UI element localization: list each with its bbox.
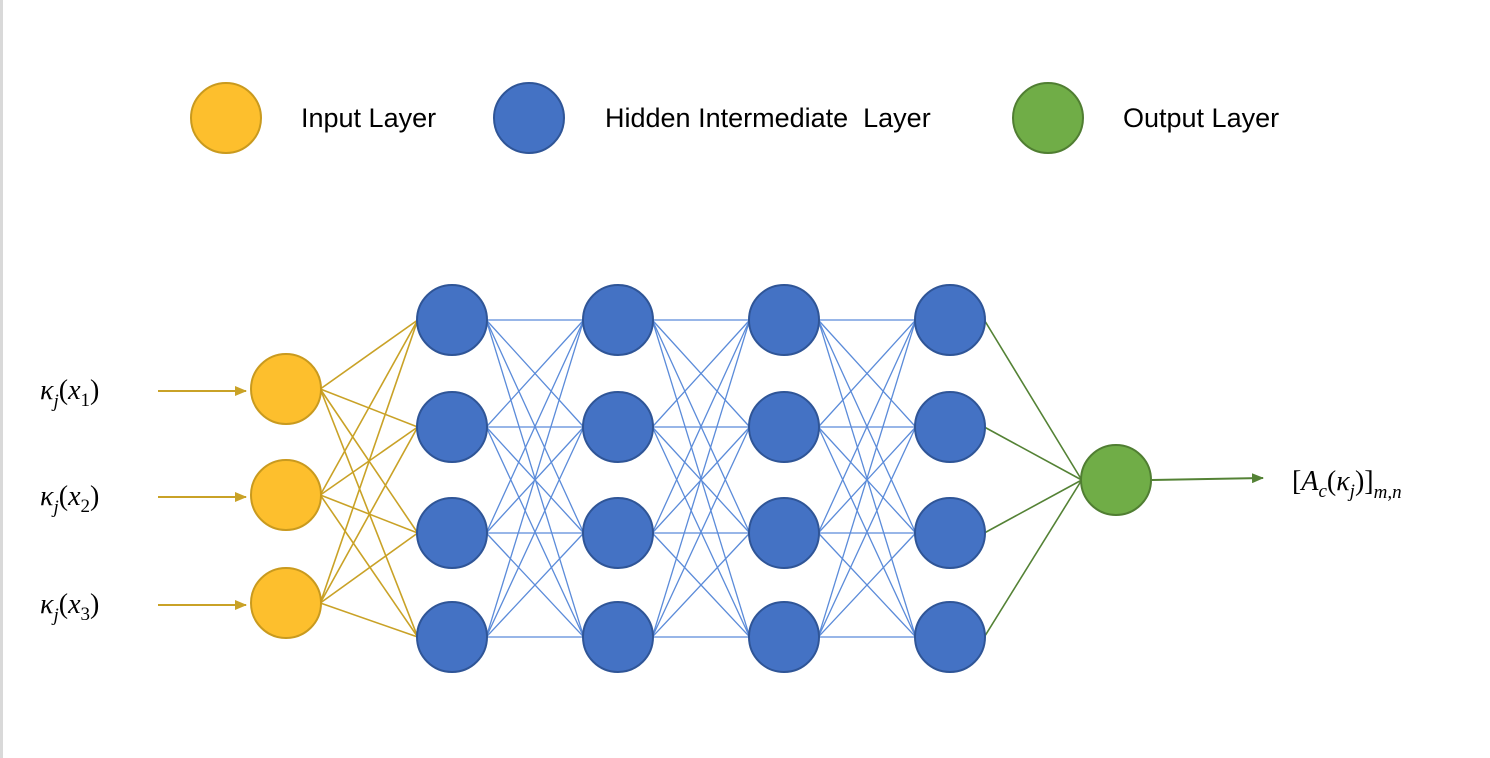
- hidden-connection: [651, 319, 751, 428]
- hidden-connection: [651, 319, 751, 638]
- output-connection: [983, 319, 1083, 481]
- hidden-node: [582, 284, 654, 356]
- output-arg-base: κ: [1336, 466, 1350, 497]
- hidden-node: [748, 601, 820, 673]
- legend-hidden-label: Hidden Intermediate Layer: [605, 103, 931, 133]
- output-node-icon: [1012, 82, 1084, 154]
- input-label: κj(x3): [40, 589, 99, 626]
- input-label-arg: x: [67, 375, 81, 406]
- input-label-open-paren: (: [59, 589, 68, 620]
- hidden-connection: [817, 319, 917, 638]
- input-connection: [319, 532, 419, 604]
- input-label-close-paren: ): [90, 375, 99, 406]
- input-label-sub: j: [50, 605, 58, 626]
- hidden-connection: [817, 426, 917, 638]
- hidden-node: [914, 284, 986, 356]
- input-node-icon: [190, 82, 262, 154]
- output-open-bracket: [: [1292, 466, 1301, 497]
- output-close-paren: ): [1355, 466, 1364, 497]
- hidden-node: [748, 497, 820, 569]
- hidden-connection: [651, 532, 751, 638]
- hidden-connection: [485, 319, 585, 638]
- hidden-node: [416, 391, 488, 463]
- hidden-connection: [485, 319, 585, 428]
- legend-output-label: Output Layer: [1123, 103, 1279, 133]
- hidden-node: [416, 497, 488, 569]
- hidden-node: [416, 284, 488, 356]
- output-connection: [983, 426, 1083, 481]
- hidden-connection: [485, 319, 585, 534]
- left-border: [0, 0, 3, 758]
- input-connection: [319, 319, 419, 496]
- output-connection: [983, 479, 1083, 534]
- input-label-close-paren: ): [90, 589, 99, 620]
- hidden-connection: [485, 532, 585, 638]
- hidden-connection: [817, 319, 917, 428]
- hidden-node: [914, 497, 986, 569]
- output-open-paren: (: [1327, 466, 1336, 497]
- legend: Input Layer Hidden Intermediate Layer Ou…: [190, 82, 1279, 154]
- legend-hidden: Hidden Intermediate Layer: [493, 82, 931, 154]
- input-label-sub: j: [50, 391, 58, 412]
- output-close-bracket: ]: [1364, 466, 1373, 497]
- hidden-node: [582, 601, 654, 673]
- input-label-arg-sub: 3: [81, 604, 91, 625]
- input-label-base: κ: [40, 589, 54, 620]
- hidden-node: [582, 391, 654, 463]
- connections: [319, 319, 1083, 638]
- input-label-base: κ: [40, 481, 54, 512]
- hidden-connection: [817, 532, 917, 638]
- output-outer-sub: m,n: [1374, 482, 1402, 503]
- input-label: κj(x2): [40, 481, 99, 518]
- input-connection: [319, 426, 419, 604]
- input-label-close-paren: ): [90, 481, 99, 512]
- input-label-arg-sub: 1: [81, 390, 91, 411]
- hidden-node: [914, 601, 986, 673]
- input-label-open-paren: (: [59, 375, 68, 406]
- input-connection: [319, 319, 419, 390]
- input-arrows: [158, 386, 247, 610]
- hidden-node: [748, 284, 820, 356]
- hidden-node: [582, 497, 654, 569]
- legend-input: Input Layer: [190, 82, 436, 154]
- input-node: [250, 567, 322, 639]
- nodes: [250, 284, 1152, 673]
- input-label-arg-sub: 2: [81, 496, 91, 517]
- input-label: κj(x1): [40, 375, 99, 412]
- legend-input-label: Input Layer: [301, 103, 436, 133]
- input-node: [250, 353, 322, 425]
- input-connection: [320, 602, 418, 638]
- output-func-sub: c: [1318, 481, 1327, 502]
- input-connection: [319, 319, 419, 604]
- hidden-connection: [485, 426, 585, 638]
- input-node: [250, 459, 322, 531]
- hidden-node-icon: [493, 82, 565, 154]
- output-func: A: [1299, 466, 1319, 497]
- input-label-base: κ: [40, 375, 54, 406]
- hidden-connection: [817, 319, 917, 534]
- input-label-arg: x: [67, 589, 81, 620]
- legend-output: Output Layer: [1012, 82, 1279, 154]
- output-label: [Ac(κj)]m,n: [1292, 466, 1402, 503]
- input-connection: [319, 494, 419, 638]
- input-connection: [319, 388, 419, 638]
- hidden-connection: [651, 319, 751, 534]
- hidden-connection: [651, 426, 751, 638]
- input-label-sub: j: [50, 497, 58, 518]
- input-label-open-paren: (: [59, 481, 68, 512]
- input-labels: κj(x1)κj(x2)κj(x3): [40, 375, 99, 626]
- output-arg-sub: j: [1347, 481, 1355, 502]
- output-node: [1080, 444, 1152, 516]
- hidden-node: [416, 601, 488, 673]
- output-connection: [983, 479, 1083, 638]
- output-arrow: [1151, 473, 1264, 484]
- hidden-node: [748, 391, 820, 463]
- hidden-node: [914, 391, 986, 463]
- input-label-arg: x: [67, 481, 81, 512]
